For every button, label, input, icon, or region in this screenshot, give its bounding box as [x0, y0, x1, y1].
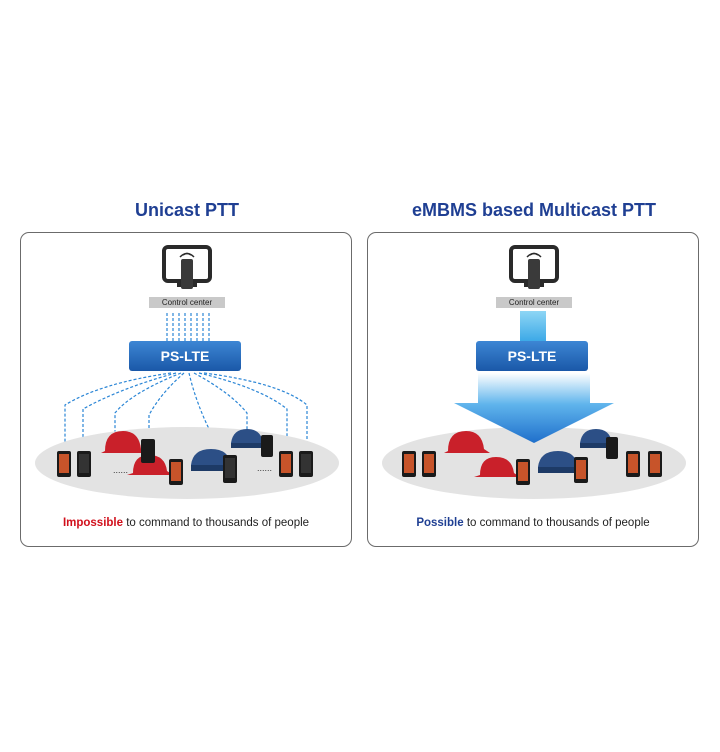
ps-lte-box: PS-LTE [476, 341, 588, 371]
dots-right: ...... [257, 463, 272, 473]
police-cap-icon [191, 429, 263, 471]
monitor-icon [509, 245, 559, 289]
firefighter-helmet-icon [101, 431, 173, 475]
control-center-label: Control center [496, 297, 572, 308]
unicast-caption: Impossible to command to thousands of pe… [62, 517, 310, 529]
control-center-label: Control center [149, 297, 225, 308]
unicast-diagram: ...... ...... [35, 245, 339, 499]
multicast-caption: Possible to command to thousands of peop… [416, 517, 650, 529]
dots-left: ...... [113, 465, 128, 475]
phone-icon [402, 451, 436, 477]
unicast-title: Unicast PTT [134, 200, 240, 220]
phone-icon [57, 451, 91, 477]
multicast-title: eMBMS based Multicast PTT [411, 200, 657, 220]
police-cap-icon [538, 429, 612, 473]
phone-icon [141, 439, 183, 485]
multicast-beam [520, 311, 546, 343]
phone-icon [516, 437, 662, 485]
unicast-links [64, 313, 308, 455]
multicast-panel: Control center PS-LTE Possible to comman… [367, 232, 699, 547]
multicast-diagram [382, 245, 686, 499]
firefighter-helmet-icon [444, 431, 520, 477]
ps-lte-box: PS-LTE [129, 341, 241, 371]
unicast-panel: ...... ...... Control center PS-LTE Impo… [20, 232, 352, 547]
monitor-icon [162, 245, 212, 289]
phone-icon [223, 435, 273, 483]
phone-icon [279, 451, 313, 477]
multicast-arrow [454, 373, 614, 443]
